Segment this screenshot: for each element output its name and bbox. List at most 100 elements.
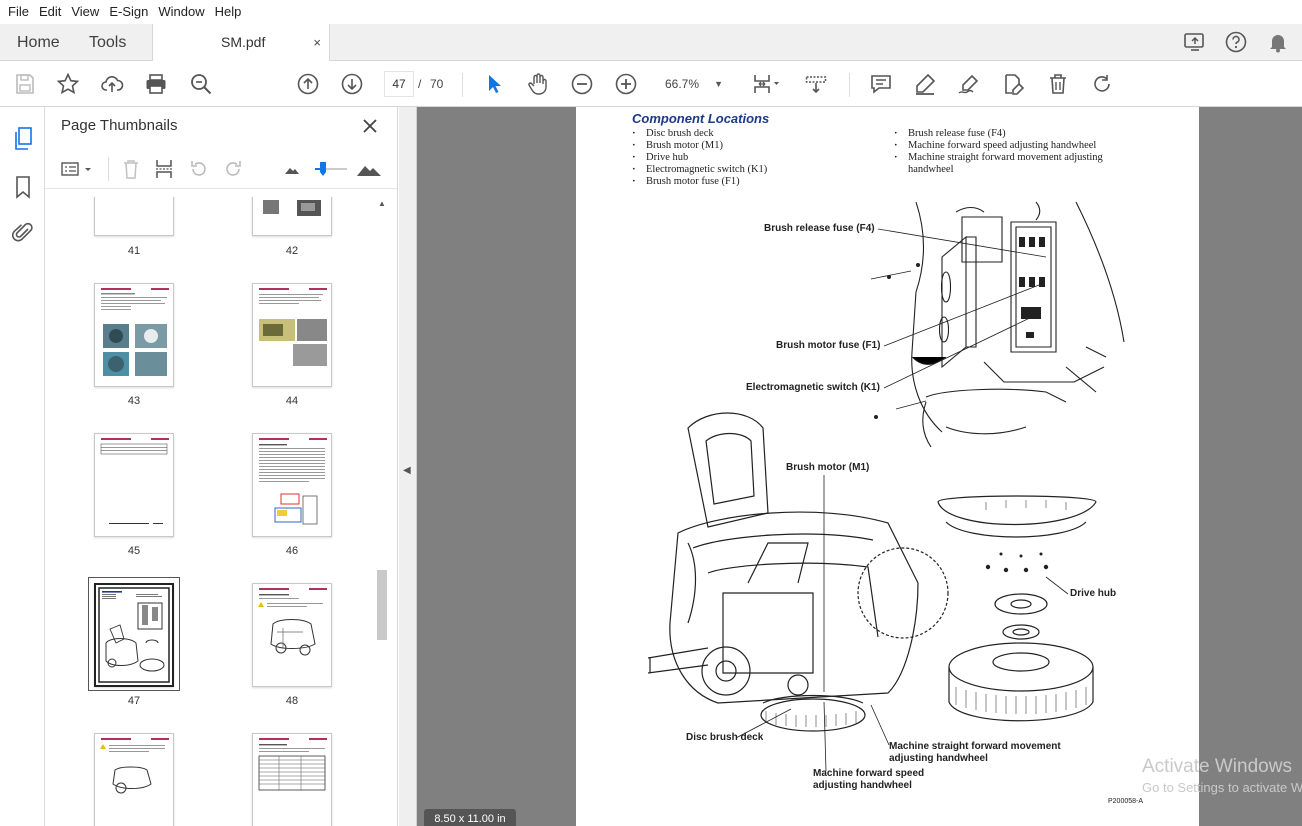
highlight-pen-icon[interactable] xyxy=(912,71,938,97)
chevron-down-icon: ▼ xyxy=(714,79,723,89)
page-number-label: 45 xyxy=(127,545,141,557)
main-toolbar: / 70 66.7% ▼ xyxy=(0,61,1302,107)
callout-straight-movement-line1: Machine straight forward movement xyxy=(889,741,1061,752)
list-item: Disc brush deck xyxy=(632,128,882,140)
zoom-out-icon[interactable] xyxy=(569,71,595,97)
scroll-mode-icon[interactable] xyxy=(803,71,829,97)
toolbar-divider xyxy=(108,157,109,181)
find-zoom-icon[interactable] xyxy=(188,71,214,97)
thumbnail-size-slider[interactable] xyxy=(313,157,349,181)
page-thumbnails-icon[interactable] xyxy=(9,125,37,153)
tab-tools[interactable]: Tools xyxy=(89,34,127,51)
callout-leader-lines xyxy=(735,228,1069,772)
thumbnail-scrollbar[interactable]: ▲ xyxy=(376,198,388,826)
bookmarks-icon[interactable] xyxy=(9,173,37,201)
list-item: Brush motor fuse (F1) xyxy=(632,176,882,188)
scrollbar-thumb[interactable] xyxy=(377,570,387,640)
notification-bell-icon[interactable] xyxy=(1265,29,1291,55)
tab-home[interactable]: Home xyxy=(17,34,60,51)
page-preview xyxy=(252,733,332,826)
menu-e-sign[interactable]: E-Sign xyxy=(109,4,149,19)
sign-pen-icon[interactable] xyxy=(956,71,982,97)
page-number-label: 48 xyxy=(285,695,299,707)
thumbnail-size-large-icon[interactable] xyxy=(356,157,382,181)
page-number-label: 43 xyxy=(127,395,141,407)
pdf-page[interactable]: Component Locations Disc brush deck Brus… xyxy=(576,107,1199,826)
scroll-up-icon[interactable]: ▲ xyxy=(378,199,386,208)
next-page-icon[interactable] xyxy=(339,71,365,97)
list-item: Machine forward speed adjusting handwhee… xyxy=(894,140,1164,152)
callout-disc-brush-deck: Disc brush deck xyxy=(686,732,764,743)
print-icon[interactable] xyxy=(143,71,169,97)
close-tab-button[interactable]: × xyxy=(313,35,321,50)
page-preview xyxy=(252,433,332,537)
rotate-counterclockwise-icon[interactable] xyxy=(186,157,212,181)
help-icon[interactable] xyxy=(1223,29,1249,55)
tab-document[interactable]: SM.pdf × xyxy=(152,24,330,61)
page-number-label: 42 xyxy=(285,245,299,257)
thumbnail-toolbar xyxy=(45,149,397,189)
save-icon[interactable] xyxy=(12,71,38,97)
thumbnails-panel: Page Thumbnails xyxy=(45,107,398,826)
toolbar-divider xyxy=(462,73,463,97)
brush-exploded-view-drawing xyxy=(937,495,1097,722)
attachments-paperclip-icon[interactable] xyxy=(9,218,37,246)
hand-tool-icon[interactable] xyxy=(525,71,551,97)
insert-page-icon[interactable] xyxy=(151,157,177,181)
list-item: Drive hub xyxy=(632,152,882,164)
menu-window[interactable]: Window xyxy=(158,4,205,19)
list-item: Electromagnetic switch (K1) xyxy=(632,164,882,176)
menu-help[interactable]: Help xyxy=(214,4,242,19)
previous-page-icon[interactable] xyxy=(295,71,321,97)
page-preview xyxy=(252,197,332,236)
page-preview xyxy=(252,583,332,687)
menu-edit[interactable]: Edit xyxy=(38,4,62,19)
options-menu-icon[interactable] xyxy=(59,157,95,181)
thumbnail-size-small-icon[interactable] xyxy=(279,157,305,181)
callout-brush-motor: Brush motor (M1) xyxy=(786,462,870,473)
page-number-label: 47 xyxy=(127,695,141,707)
current-page-input[interactable] xyxy=(384,71,414,97)
delete-page-icon[interactable] xyxy=(118,157,144,181)
page-preview xyxy=(94,583,174,687)
selected-thumbnail-frame xyxy=(88,577,180,691)
page-heading: Component Locations xyxy=(632,111,770,126)
tab-bar: Home Tools SM.pdf × xyxy=(0,24,1302,61)
callout-electromagnetic-switch: Electromagnetic switch (K1) xyxy=(746,382,880,393)
list-item: Machine straight forward movement adjust… xyxy=(894,152,1164,164)
edit-pdf-icon[interactable] xyxy=(1000,71,1026,97)
close-panel-icon[interactable] xyxy=(359,115,381,137)
figure-code: P200058-A xyxy=(1108,798,1144,805)
rotate-clockwise-icon[interactable] xyxy=(220,157,246,181)
page-preview xyxy=(94,197,174,236)
callout-forward-speed-line1: Machine forward speed xyxy=(813,768,925,779)
menu-view[interactable]: View xyxy=(71,4,100,19)
zoom-level-dropdown[interactable]: 66.7% ▼ xyxy=(659,71,727,97)
bookmark-star-icon[interactable] xyxy=(55,71,81,97)
page-preview xyxy=(94,733,174,826)
component-list-left: Disc brush deck Brush motor (M1) Drive h… xyxy=(632,128,882,188)
upload-cloud-icon[interactable] xyxy=(99,71,125,97)
zoom-in-icon[interactable] xyxy=(613,71,639,97)
list-item-continuation: handwheel xyxy=(908,164,954,175)
select-cursor-icon[interactable] xyxy=(481,71,507,97)
thumbnail-list: 41 42 43 44 45 xyxy=(45,197,379,826)
rotate-icon[interactable] xyxy=(1089,71,1115,97)
navigation-rail xyxy=(0,107,45,826)
panel-title: Page Thumbnails xyxy=(61,117,178,134)
callout-straight-movement-line2: adjusting handwheel xyxy=(889,753,988,764)
page-number-label: 46 xyxy=(285,545,299,557)
page-preview xyxy=(94,283,174,387)
comment-icon[interactable] xyxy=(868,71,894,97)
menu-file[interactable]: File xyxy=(8,4,29,19)
collapse-arrow-icon: ◀ xyxy=(403,465,411,476)
callout-forward-speed-line2: adjusting handwheel xyxy=(813,780,912,791)
list-item: Brush motor (M1) xyxy=(632,140,882,152)
fit-page-icon[interactable] xyxy=(748,71,784,97)
menu-bar: File Edit View E-Sign Window Help xyxy=(0,0,1302,24)
electrical-panel-drawing xyxy=(870,201,1125,448)
document-tab-title: SM.pdf xyxy=(221,34,266,50)
collapse-panel-handle[interactable]: ◀ xyxy=(399,107,417,826)
share-screen-icon[interactable] xyxy=(1182,29,1208,55)
delete-trash-icon[interactable] xyxy=(1045,71,1071,97)
